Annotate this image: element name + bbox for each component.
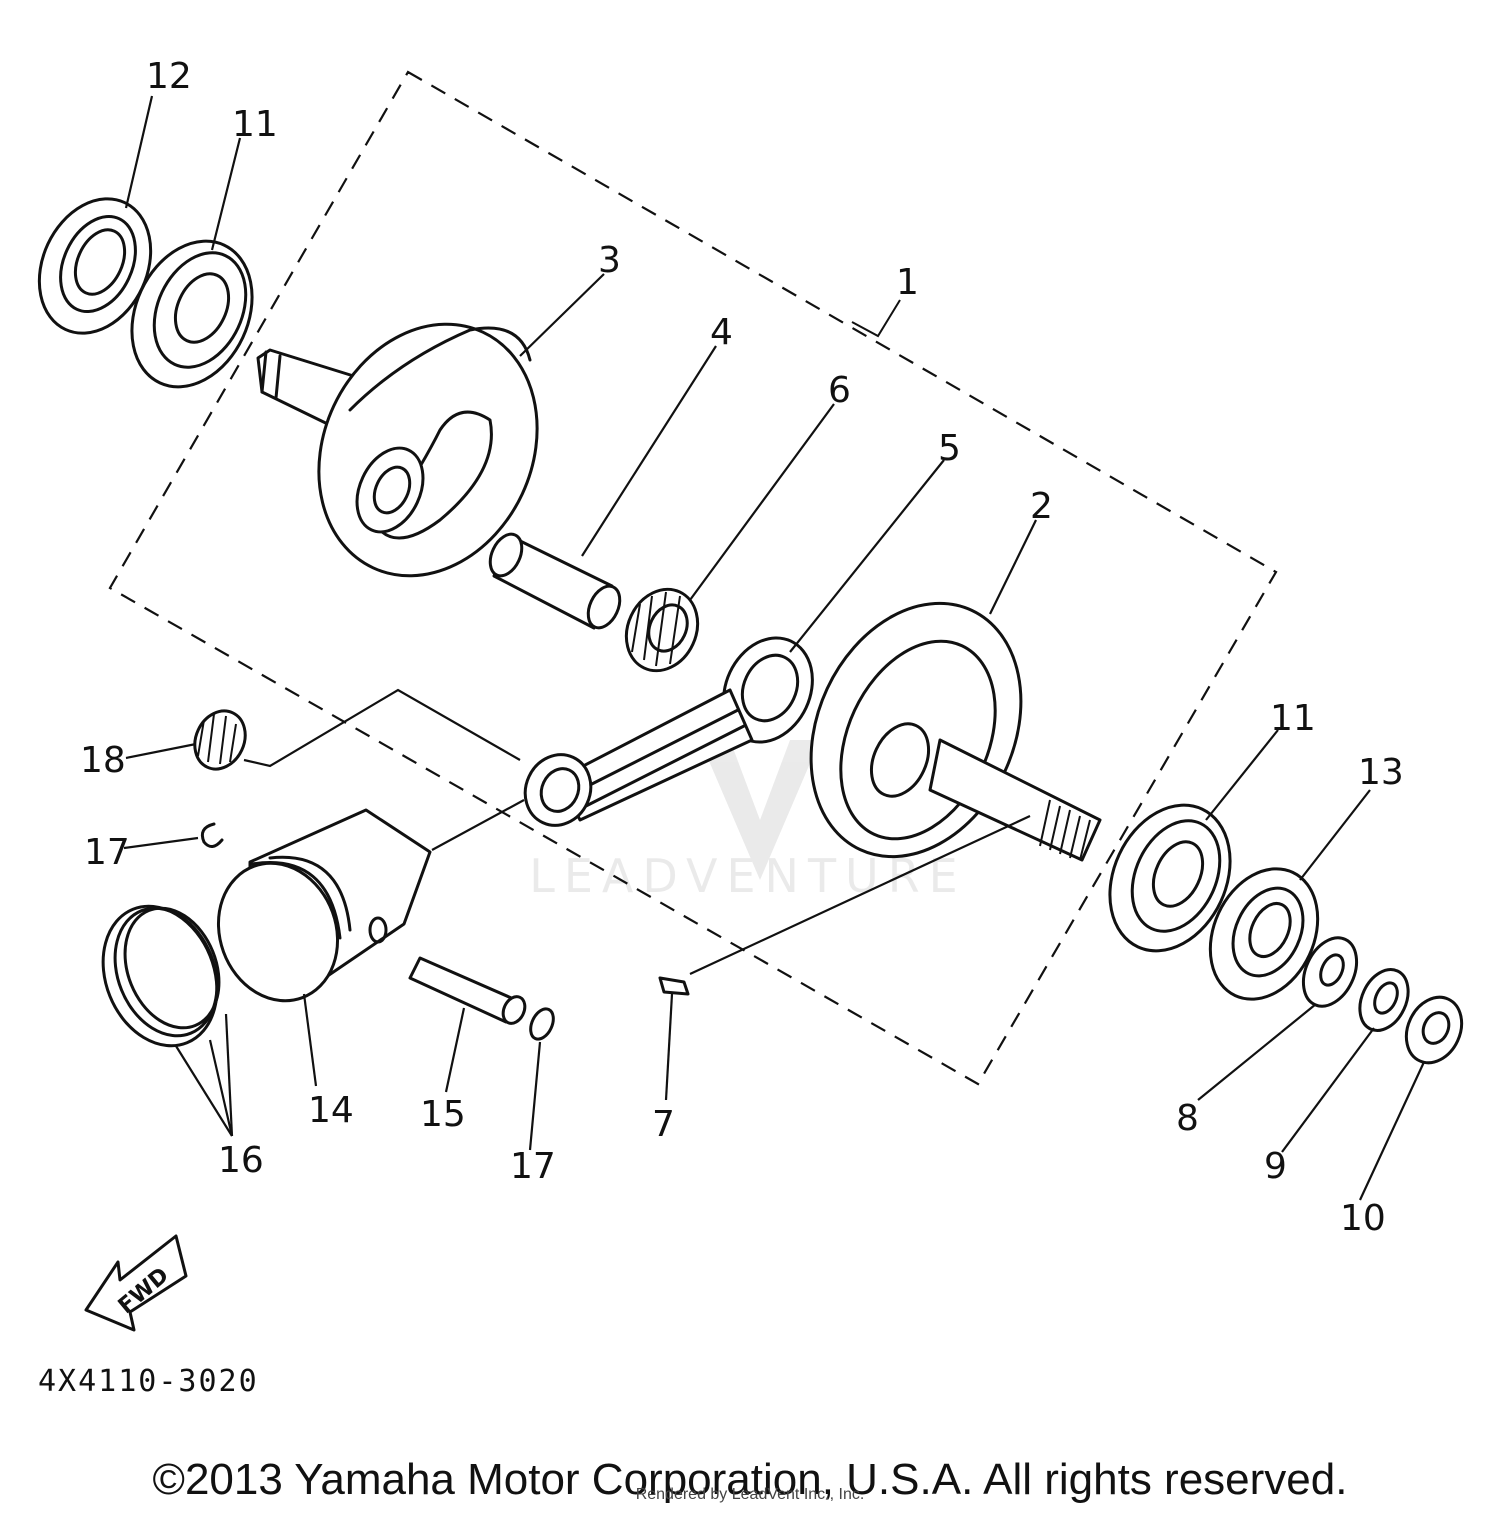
small-end-bearing bbox=[193, 709, 247, 771]
callout-3: 3 bbox=[598, 240, 621, 281]
piston-pin bbox=[408, 956, 527, 1025]
callout-17-left: 17 bbox=[84, 832, 130, 873]
callout-9: 9 bbox=[1264, 1146, 1287, 1187]
lock-washer bbox=[1358, 968, 1410, 1032]
callout-11-right: 11 bbox=[1270, 698, 1316, 739]
callout-14: 14 bbox=[308, 1090, 354, 1131]
assembly-bracket bbox=[851, 299, 901, 338]
piston bbox=[216, 808, 432, 1003]
callout-18: 18 bbox=[80, 740, 126, 781]
leader-lines bbox=[123, 95, 1425, 1201]
callout-7: 7 bbox=[652, 1104, 675, 1145]
forward-arrow-icon: FWD bbox=[84, 1234, 188, 1332]
callout-17-right: 17 bbox=[510, 1146, 556, 1187]
nut bbox=[1404, 995, 1464, 1065]
leadventure-watermark: LEADVENTURE bbox=[529, 740, 967, 903]
callout-1: 1 bbox=[896, 262, 919, 303]
bearing-left bbox=[130, 239, 254, 389]
oil-seal-right bbox=[1208, 867, 1320, 1001]
render-credit: Rendered by LeadVent Inc., Inc. bbox=[635, 1486, 865, 1503]
needle-bearing bbox=[624, 587, 700, 673]
watermark-text: LEADVENTURE bbox=[529, 849, 967, 903]
crank-pin bbox=[488, 532, 622, 630]
bearing-right bbox=[1108, 803, 1232, 953]
callout-5: 5 bbox=[938, 428, 961, 469]
diagram-part-code: 4X4110-3020 bbox=[38, 1364, 259, 1399]
circlip-right bbox=[529, 1007, 555, 1041]
piston-rings bbox=[101, 904, 221, 1048]
callout-6: 6 bbox=[828, 370, 851, 411]
callout-11-left: 11 bbox=[232, 104, 278, 145]
crankshaft-assembly-boundary bbox=[108, 70, 1278, 1086]
callout-10: 10 bbox=[1340, 1198, 1386, 1239]
copyright-notice: ©2013 Yamaha Motor Corporation, U.S.A. A… bbox=[152, 1455, 1348, 1504]
circlip-left bbox=[200, 822, 224, 848]
callout-16: 16 bbox=[218, 1140, 264, 1181]
callout-12: 13 bbox=[1358, 752, 1404, 793]
crank-left bbox=[256, 322, 539, 578]
callout-numbers: 12 11 3 1 4 6 5 2 11 13 18 17 14 15 17 1… bbox=[80, 56, 1404, 1239]
callout-4: 4 bbox=[710, 312, 733, 353]
callout-2: 2 bbox=[1030, 486, 1053, 527]
crank-right bbox=[809, 601, 1102, 862]
callout-15: 15 bbox=[420, 1094, 466, 1135]
callout-13: 12 bbox=[146, 56, 192, 97]
woodruff-key bbox=[658, 976, 690, 996]
callout-8: 8 bbox=[1176, 1098, 1199, 1139]
connecting-rod bbox=[523, 636, 814, 827]
